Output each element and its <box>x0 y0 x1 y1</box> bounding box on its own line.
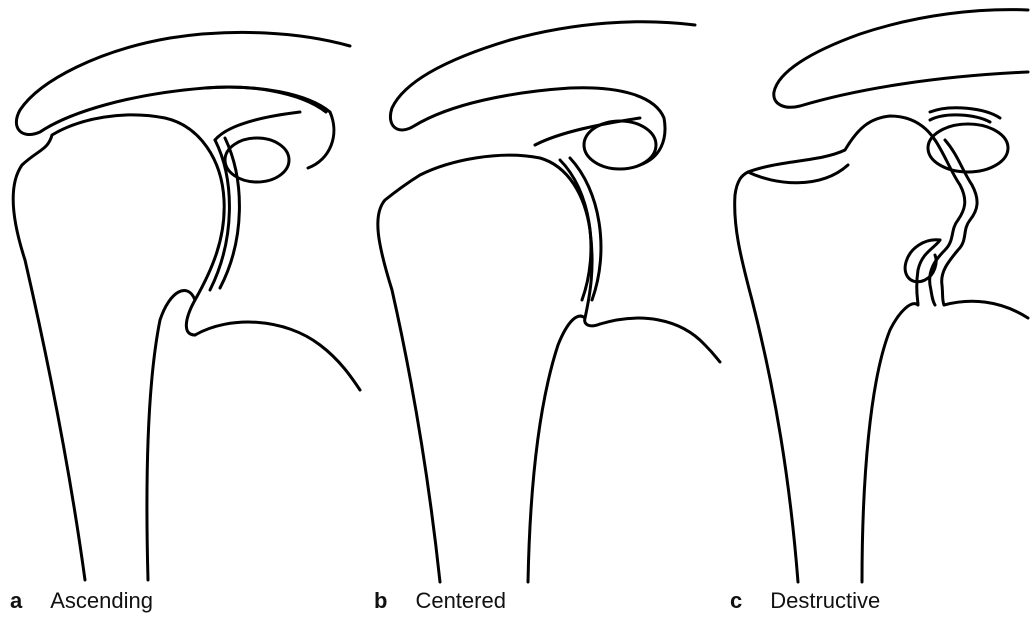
panel-b-scapula-border <box>600 318 720 362</box>
panel-a-letter: a <box>10 587 22 615</box>
panel-b-drawing <box>378 22 720 582</box>
panel-a-humerus <box>13 115 224 580</box>
panel-c-scapula-border <box>944 301 1028 318</box>
panel-c-acromion <box>774 10 1028 108</box>
panel-b-coracoid-oval <box>584 121 656 169</box>
panel-c-caption: c Destructive <box>730 587 880 615</box>
panel-a-scapula-border <box>195 322 360 390</box>
panel-a-label: Ascending <box>50 588 153 613</box>
panel-b-letter: b <box>374 587 387 615</box>
panel-c-letter: c <box>730 587 742 615</box>
panel-c-label: Destructive <box>770 588 880 613</box>
panel-c-coracoid-base <box>930 108 1000 122</box>
panel-a-caption: a Ascending <box>10 587 153 615</box>
panel-a-acromion <box>16 32 350 168</box>
panel-a-coracoid-base <box>215 112 300 140</box>
panel-b-acromion <box>390 22 695 165</box>
panel-a-drawing <box>13 32 360 580</box>
panel-b-caption: b Centered <box>374 587 506 615</box>
panel-b-humerus-medial <box>528 316 585 582</box>
panel-b-label: Centered <box>415 588 506 613</box>
panel-c-humerus <box>735 116 935 582</box>
panel-c-humerus-medial <box>862 240 940 582</box>
panel-b-humerus <box>378 155 600 582</box>
panel-c-drawing <box>735 10 1028 582</box>
